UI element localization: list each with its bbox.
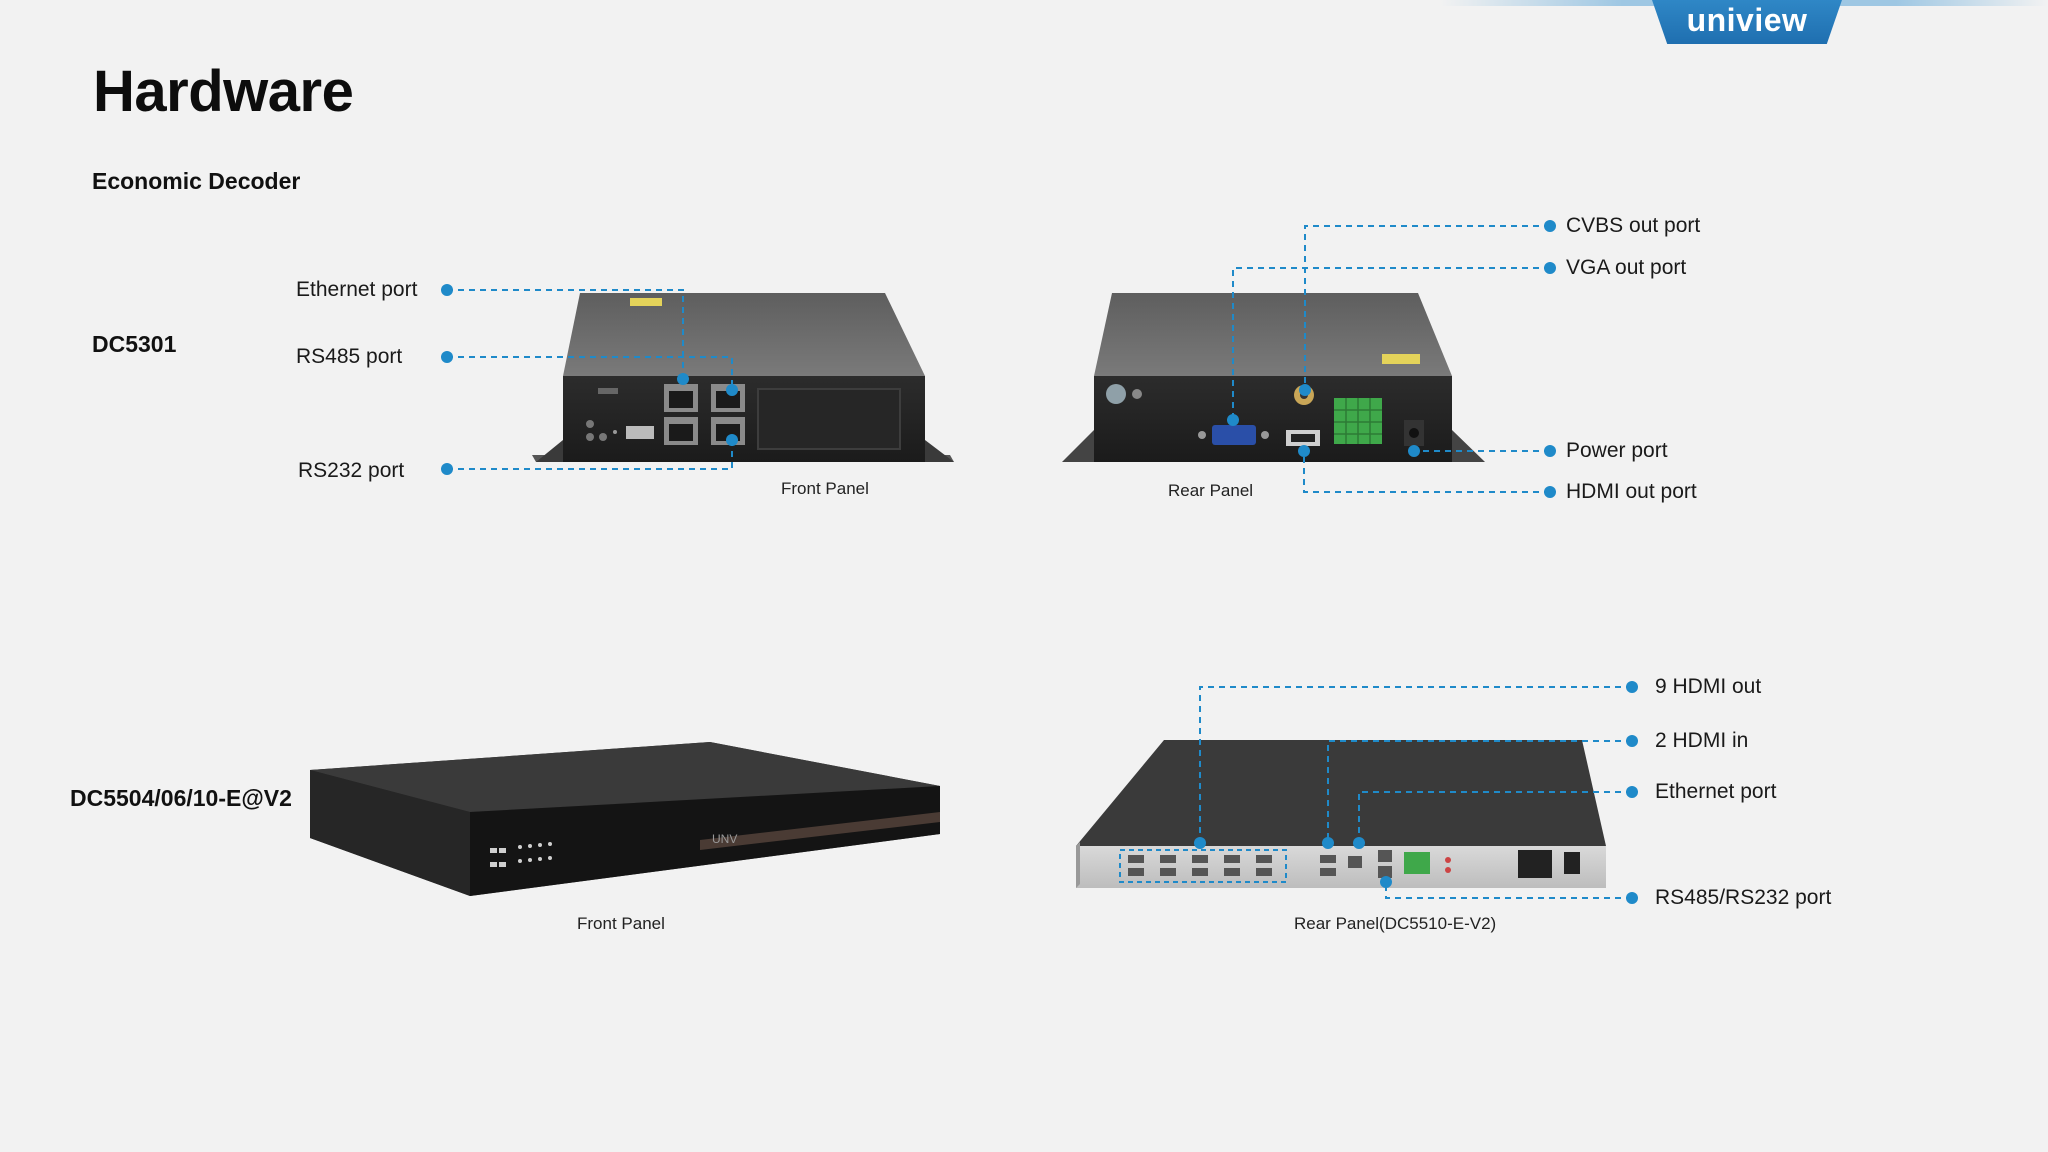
dc5504-front-device: UNV [310,742,940,896]
label-power-port: Power port [1566,439,1668,462]
caption-dc5301-rear: Rear Panel [1168,481,1254,500]
callout-dots [441,220,1638,904]
label-cvbs-out-port: CVBS out port [1566,214,1701,237]
uniview-logo: uniview [1686,2,1808,38]
label-2-hdmi-in: 2 HDMI in [1655,729,1749,752]
label-vga-out-port: VGA out port [1566,256,1687,279]
callout-lines [447,225,1632,899]
model-dc5301: DC5301 [92,331,177,357]
label-rs485-port: RS485 port [296,345,403,368]
label-ethernet-port: Ethernet port [296,278,418,301]
page-subtitle: Economic Decoder [92,168,301,194]
caption-dc5504-front: Front Panel [577,914,665,933]
caption-dc5504-rear: Rear Panel(DC5510-E-V2) [1294,914,1497,933]
svg-text:UNV: UNV [712,832,737,846]
page-title: Hardware [93,59,354,124]
dc5301-front-device [532,293,954,462]
label-rs232-port: RS232 port [298,459,405,482]
label-hdmi-out-port: HDMI out port [1566,480,1697,503]
dc5301-rear-device [1062,293,1485,462]
label-rs485-rs232-port: RS485/RS232 port [1655,886,1832,909]
caption-dc5301-front: Front Panel [781,479,869,498]
uniview-logo-tab [1652,0,1842,44]
dc5504-rear-device [1076,740,1606,888]
model-dc5504: DC5504/06/10-E@V2 [70,785,292,811]
label-ethernet-port-dc5504: Ethernet port [1655,780,1777,803]
label-9-hdmi-out: 9 HDMI out [1655,675,1762,698]
